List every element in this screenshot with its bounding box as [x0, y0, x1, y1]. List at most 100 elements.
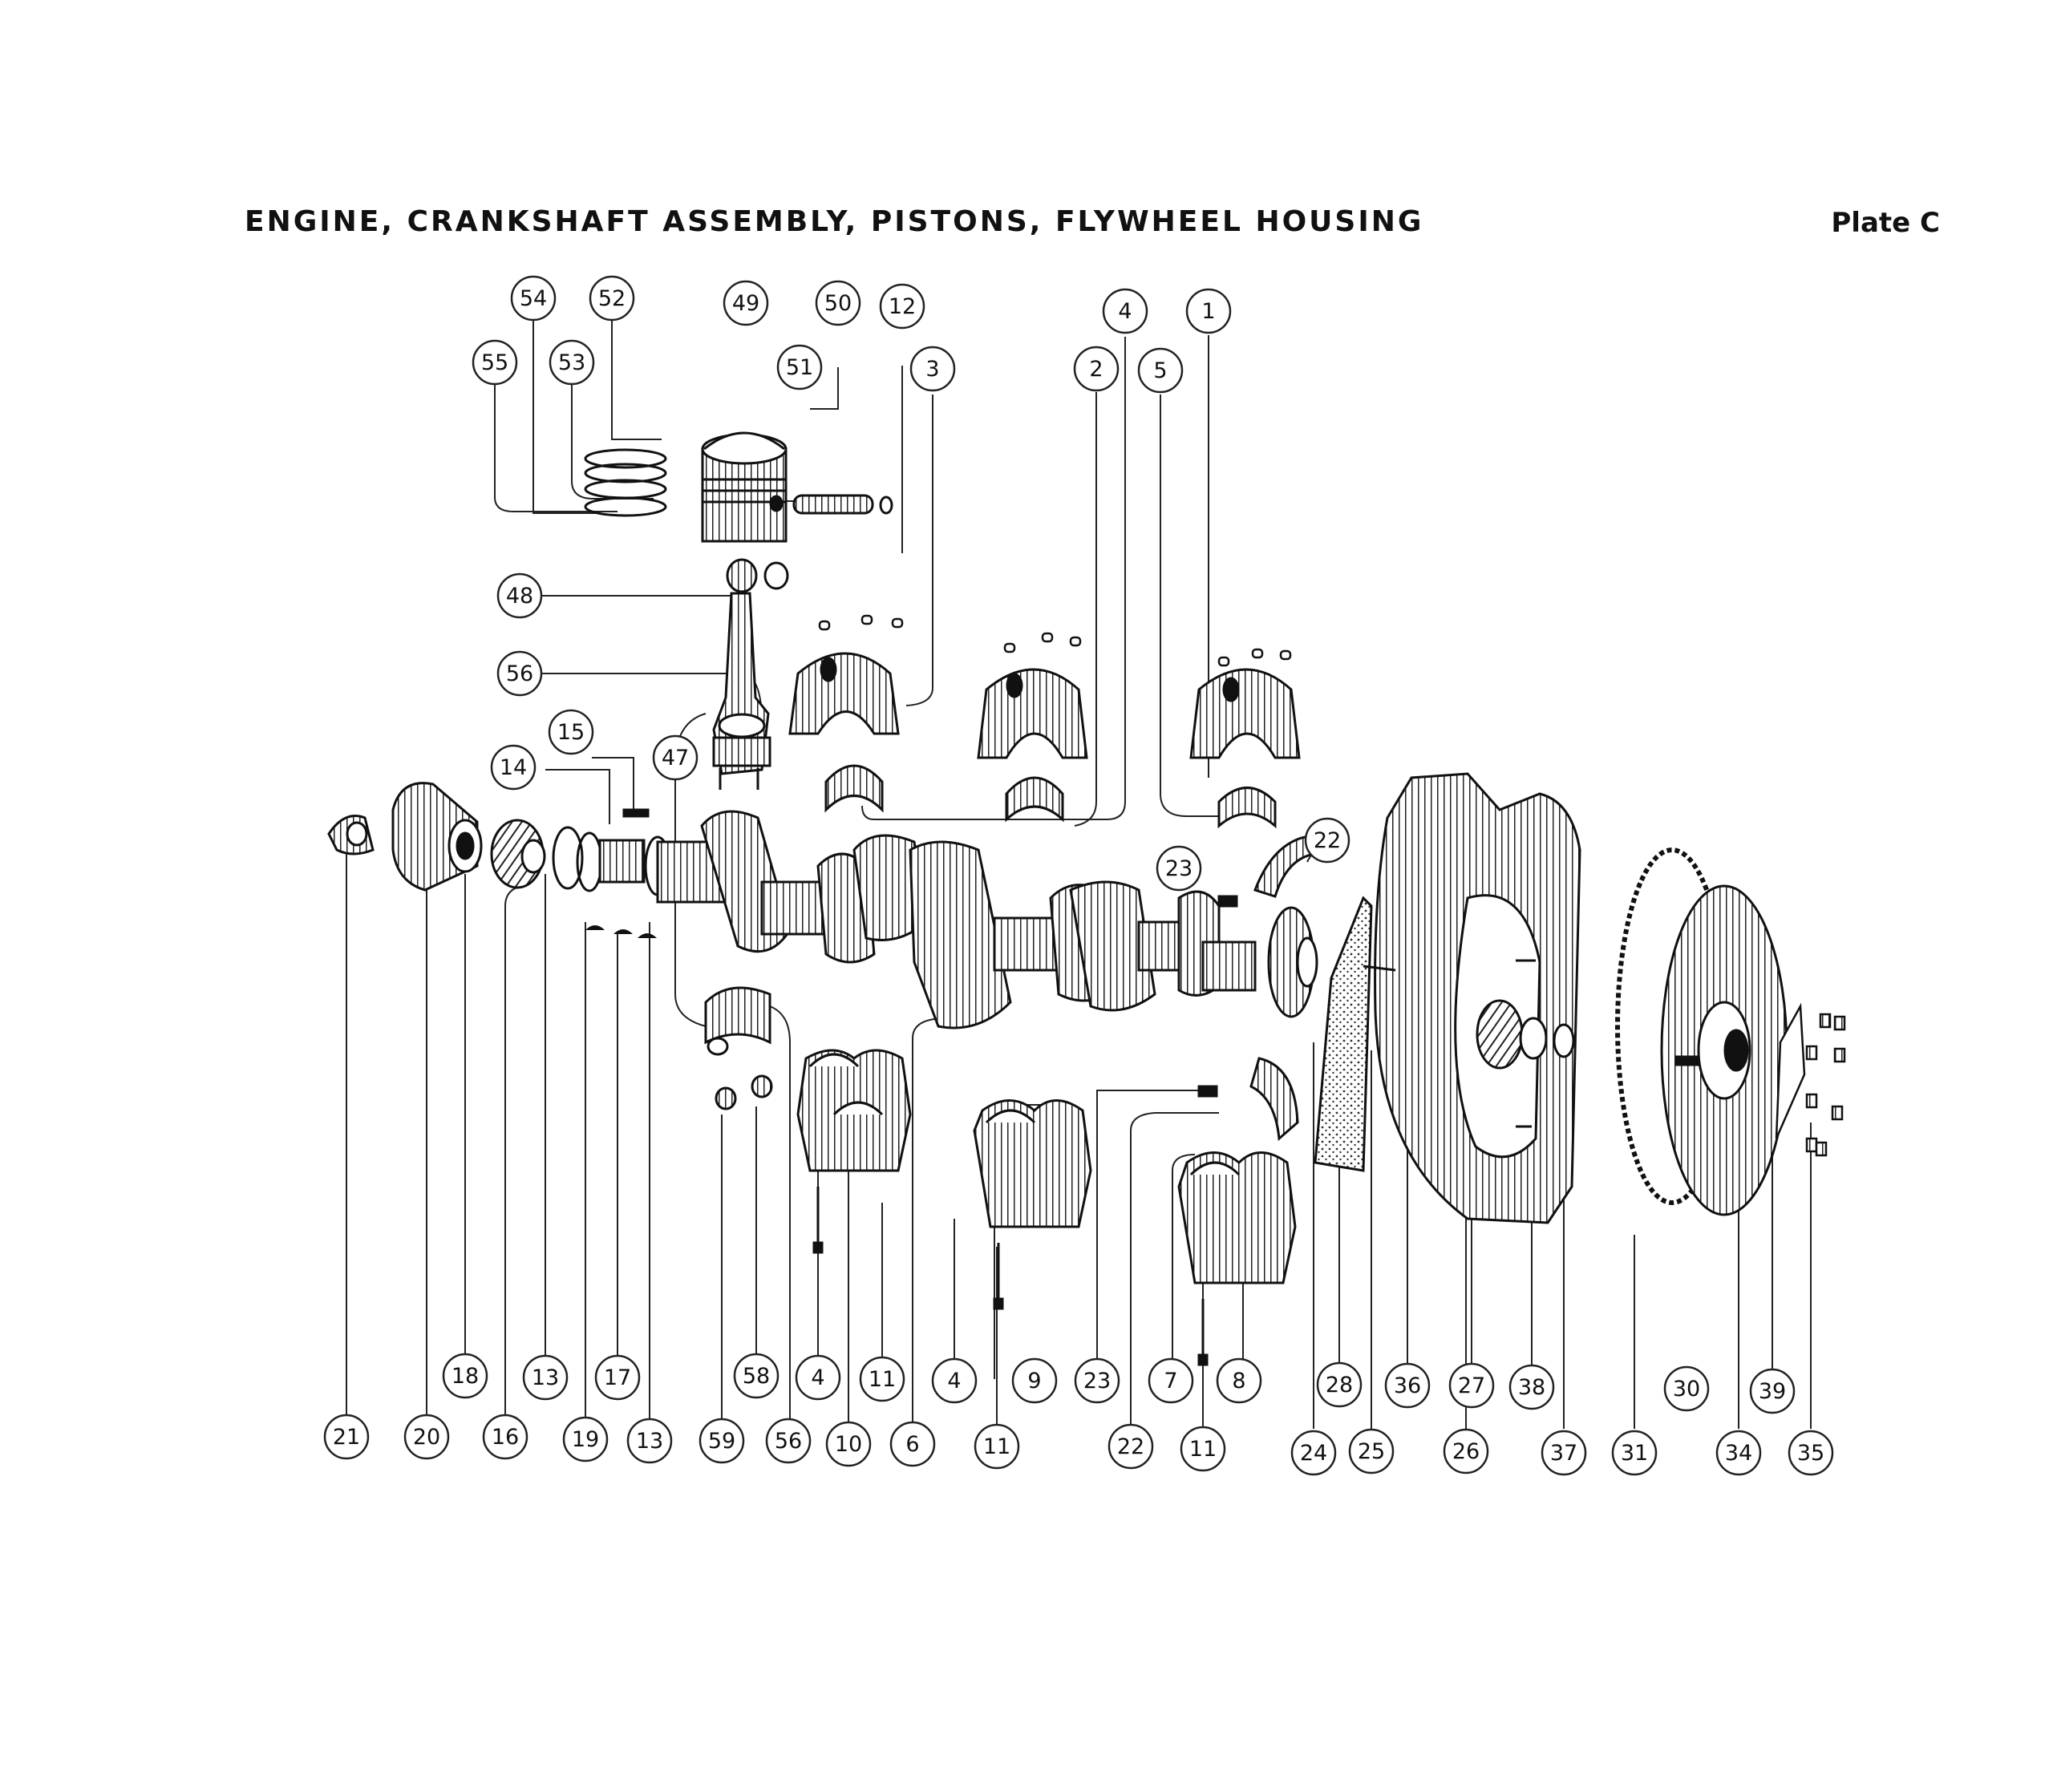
- callout-circle: [323, 1414, 370, 1460]
- callout-number: 5: [1153, 358, 1167, 383]
- callout-7: 7: [1148, 1357, 1194, 1404]
- callout-56: 56: [765, 1418, 812, 1464]
- callout-number: 55: [481, 350, 508, 375]
- callout-26: 26: [1443, 1428, 1489, 1474]
- callout-23: 23: [1156, 845, 1202, 892]
- callout-58: 58: [733, 1353, 779, 1399]
- callout-55: 55: [472, 339, 518, 386]
- callout-number: 21: [333, 1425, 360, 1450]
- callout-number: 4: [947, 1369, 961, 1394]
- callout-circle: [1074, 1357, 1120, 1404]
- callout-number: 51: [786, 355, 813, 380]
- callout-number: 47: [662, 746, 689, 771]
- callout-number: 24: [1300, 1441, 1327, 1466]
- callout-circle: [1715, 1430, 1762, 1476]
- callout-number: 30: [1673, 1377, 1700, 1402]
- callout-37: 37: [1541, 1430, 1587, 1476]
- flywheel: [1615, 847, 1788, 1216]
- thrust-washer-upper: [1217, 834, 1317, 908]
- leader-lines: [346, 298, 1812, 1429]
- callout-number: 50: [824, 291, 852, 316]
- callout-circle: [776, 344, 823, 390]
- main-bearing-caps: [788, 614, 1301, 759]
- flywheel-bolts: [1775, 1002, 1846, 1157]
- callout-number: 19: [572, 1427, 599, 1452]
- callout-number: 7: [1164, 1369, 1177, 1394]
- callout-11: 11: [1180, 1426, 1226, 1472]
- callout-circle: [765, 1418, 812, 1464]
- callout-circle: [652, 734, 699, 781]
- callout-39: 39: [1749, 1368, 1796, 1414]
- callout-circle: [482, 1414, 528, 1460]
- callout-number: 39: [1759, 1379, 1786, 1404]
- callout-circle: [1448, 1362, 1495, 1409]
- page-title: ENGINE, CRANKSHAFT ASSEMBLY, PISTONS, FL…: [245, 205, 1424, 238]
- callout-circle: [699, 1418, 745, 1464]
- callout-number: 34: [1725, 1441, 1752, 1466]
- callout-circle: [859, 1356, 905, 1402]
- callout-25: 25: [1348, 1428, 1395, 1474]
- callout-circle: [974, 1423, 1020, 1470]
- callout-number: 53: [558, 350, 585, 375]
- callout-circle: [626, 1418, 673, 1464]
- callout-13: 13: [626, 1418, 673, 1464]
- callout-number: 25: [1358, 1439, 1385, 1464]
- callout-circle: [1011, 1357, 1058, 1404]
- callout-number: 4: [1118, 299, 1132, 324]
- callout-number: 10: [835, 1432, 862, 1457]
- callout-circle: [1216, 1357, 1262, 1404]
- callout-number: 11: [983, 1434, 1010, 1459]
- callout-circle: [1304, 817, 1350, 864]
- callout-circle: [442, 1353, 488, 1399]
- callout-number: 11: [1189, 1437, 1217, 1462]
- pulley-hub: [327, 815, 375, 856]
- callout-circle: [1384, 1362, 1431, 1409]
- callout-35: 35: [1788, 1430, 1834, 1476]
- callout-number: 12: [889, 294, 916, 319]
- callout-number: 8: [1232, 1369, 1245, 1394]
- callout-19: 19: [562, 1416, 609, 1462]
- callout-number: 49: [732, 291, 759, 316]
- callout-24: 24: [1290, 1430, 1337, 1476]
- callout-14: 14: [490, 744, 537, 791]
- callout-circle: [1611, 1430, 1658, 1476]
- callout-circle: [522, 1354, 569, 1401]
- callout-8: 8: [1216, 1357, 1262, 1404]
- callout-number: 3: [925, 357, 939, 382]
- callout-number: 58: [743, 1364, 770, 1389]
- callout-6: 6: [889, 1421, 936, 1467]
- callout-circle: [1185, 288, 1232, 334]
- callout-27: 27: [1448, 1362, 1495, 1409]
- callout-number: 15: [557, 720, 585, 745]
- callout-circle: [472, 339, 518, 386]
- callout-circle: [1102, 288, 1148, 334]
- callout-circle: [795, 1354, 841, 1401]
- callout-number: 22: [1314, 828, 1341, 853]
- callout-circle: [549, 339, 595, 386]
- crank-spacers: [552, 808, 671, 896]
- callout-number: 59: [708, 1429, 735, 1454]
- callout-11: 11: [859, 1356, 905, 1402]
- callout-52: 52: [589, 275, 635, 322]
- callout-51: 51: [776, 344, 823, 390]
- callout-circle: [1541, 1430, 1587, 1476]
- callout-56: 56: [496, 650, 543, 697]
- callout-number: 23: [1165, 856, 1193, 881]
- callout-30: 30: [1663, 1365, 1710, 1412]
- callout-5: 5: [1137, 347, 1184, 394]
- callout-number: 9: [1027, 1369, 1041, 1394]
- callout-22: 22: [1304, 817, 1350, 864]
- callout-circle: [1348, 1428, 1395, 1474]
- callout-22: 22: [1107, 1423, 1154, 1470]
- callout-20: 20: [403, 1414, 450, 1460]
- callout-number: 56: [775, 1429, 802, 1454]
- callout-circle: [931, 1357, 978, 1404]
- callout-circle: [1663, 1365, 1710, 1412]
- callout-number: 4: [811, 1365, 824, 1390]
- callout-number: 31: [1621, 1441, 1648, 1466]
- flywheel-housing-gasket: [1314, 896, 1373, 1172]
- callout-circle: [1508, 1364, 1555, 1410]
- callout-number: 23: [1083, 1369, 1111, 1394]
- callout-16: 16: [482, 1414, 528, 1460]
- flywheel-housing: [1363, 772, 1581, 1224]
